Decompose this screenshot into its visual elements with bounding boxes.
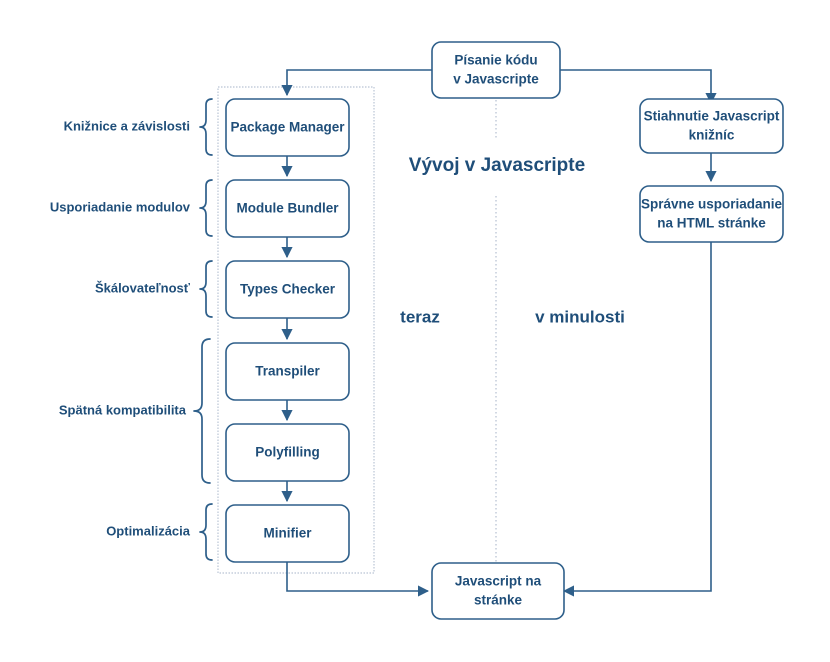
node-types-checker-rect[interactable]: [225, 260, 350, 319]
node-transpiler[interactable]: Transpiler: [225, 342, 350, 401]
node-spravne-usporiadanie[interactable]: Správne usporiadanie na HTML stránke: [639, 185, 784, 243]
node-spravne-usporiadanie-line2: na HTML stránke: [657, 216, 766, 231]
node-spravne-usporiadanie-line1: Správne usporiadanie: [641, 197, 783, 212]
connector-source-to-pipeline: [281, 69, 432, 97]
node-types-checker-label: Types Checker: [240, 282, 336, 297]
node-transpiler-rect[interactable]: [225, 342, 350, 401]
group-label-skalovatelnost: Škálovateľnosť: [95, 280, 191, 295]
pipeline-dotted-region: [217, 86, 375, 574]
node-javascript-na-stranke-line1: Javascript na: [455, 574, 542, 589]
brace-skalovatelnost: [199, 260, 213, 318]
group-label-kompatibilita: Spätná kompatibilita: [59, 402, 187, 417]
node-transpiler-label: Transpiler: [255, 364, 320, 379]
node-stiahnutie-kniznic[interactable]: Stiahnutie Javascript knižníc: [639, 98, 784, 154]
node-stiahnutie-kniznic-rect[interactable]: [639, 98, 784, 154]
connector-source-to-download: [560, 69, 717, 105]
brace-optimalizacia: [199, 503, 213, 561]
diagram-title: Vývoj v Javascripte: [409, 155, 585, 176]
node-javascript-na-stranke-rect[interactable]: [431, 562, 565, 620]
node-spravne-usporiadanie-rect[interactable]: [639, 185, 784, 243]
node-package-manager-label: Package Manager: [230, 120, 345, 135]
node-module-bundler-label: Module Bundler: [237, 201, 340, 216]
era-label-now: teraz: [400, 307, 440, 326]
connector-order-to-output: [562, 242, 712, 597]
node-pisanie-kodu[interactable]: Písanie kódu v Javascripte: [431, 41, 561, 99]
node-polyfilling[interactable]: Polyfilling: [225, 423, 350, 482]
node-pisanie-kodu-line2: v Javascripte: [453, 72, 539, 87]
group-label-optimalizacia: Optimalizácia: [106, 523, 191, 538]
node-module-bundler[interactable]: Module Bundler: [225, 179, 350, 238]
node-package-manager[interactable]: Package Manager: [225, 98, 350, 157]
node-stiahnutie-kniznic-line2: knižníc: [689, 128, 735, 143]
brace-knihovny: [199, 98, 213, 156]
node-javascript-na-stranke[interactable]: Javascript na stránke: [431, 562, 565, 620]
node-package-manager-rect[interactable]: [225, 98, 350, 157]
node-types-checker[interactable]: Types Checker: [225, 260, 350, 319]
node-minifier[interactable]: Minifier: [225, 504, 350, 563]
node-pisanie-kodu-line1: Písanie kódu: [454, 53, 537, 68]
node-polyfilling-label: Polyfilling: [255, 445, 320, 460]
connector-minifier-to-output: [286, 562, 430, 597]
node-module-bundler-rect[interactable]: [225, 179, 350, 238]
node-pisanie-kodu-rect[interactable]: [431, 41, 561, 99]
node-minifier-label: Minifier: [263, 526, 312, 541]
brace-moduly: [199, 179, 213, 237]
node-minifier-rect[interactable]: [225, 504, 350, 563]
node-polyfilling-rect[interactable]: [225, 423, 350, 482]
era-label-past: v minulosti: [535, 307, 625, 326]
node-stiahnutie-kniznic-line1: Stiahnutie Javascript: [644, 109, 780, 124]
brace-kompatibilita: [193, 338, 211, 484]
node-javascript-na-stranke-line2: stránke: [474, 593, 523, 608]
group-label-knihovny: Knižnice a závislosti: [64, 118, 190, 133]
group-label-moduly: Usporiadanie modulov: [50, 199, 191, 214]
